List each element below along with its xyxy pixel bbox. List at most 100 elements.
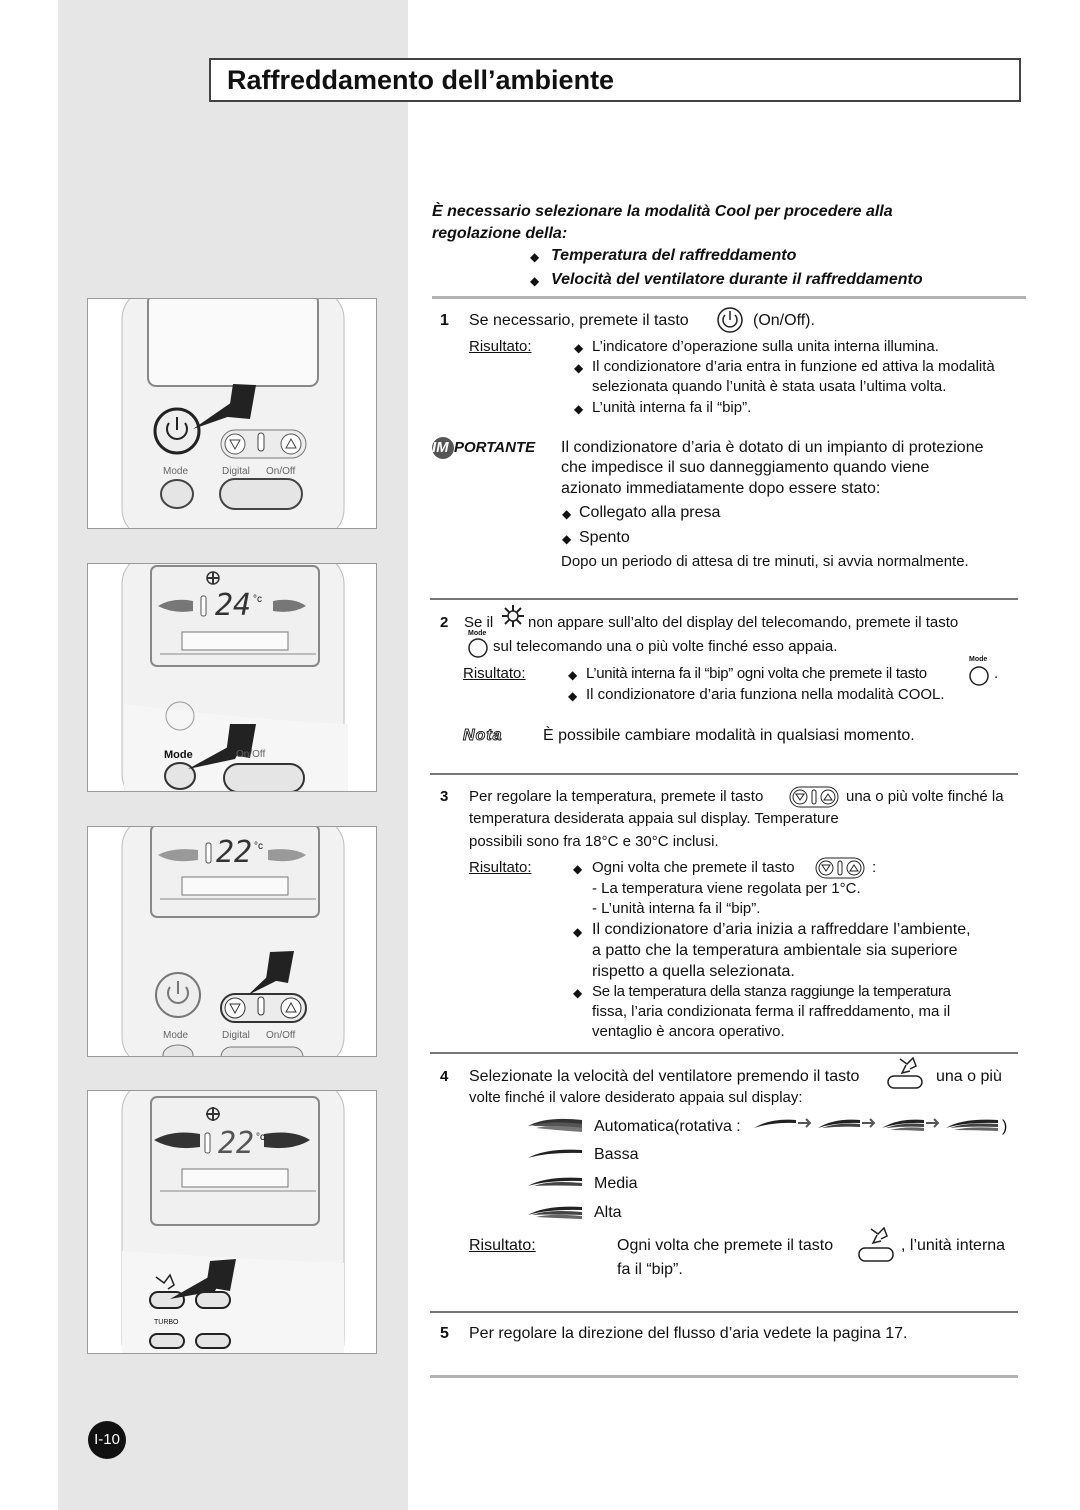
step-number-4: 4 bbox=[440, 1068, 449, 1085]
step3-result-1-sub-2: - L’unità interna fa il “bip”. bbox=[592, 900, 761, 917]
step4-text-b: una o più bbox=[936, 1068, 1002, 1085]
remote-panel-temperature: 22 °c Mode Digital On/Off bbox=[87, 826, 377, 1057]
diamond-bullet-icon: ◆ bbox=[562, 507, 572, 521]
mode-button-icon bbox=[468, 638, 488, 658]
remote-fan-illustration bbox=[121, 1091, 345, 1353]
step3-text-b: una o più volte finché la bbox=[846, 788, 1004, 805]
fan-high-icon bbox=[528, 1206, 582, 1219]
fan-speed-button-icon bbox=[858, 1226, 894, 1262]
step-number-3: 3 bbox=[440, 788, 449, 805]
step-number-2: 2 bbox=[440, 614, 449, 631]
diamond-bullet-icon: ◆ bbox=[573, 986, 583, 1000]
intro-bullet-fan-speed: Velocità del ventilatore durante il raff… bbox=[551, 271, 923, 288]
step1-result-3: L’unità interna fa il “bip”. bbox=[592, 399, 752, 416]
remote-temp-illustration bbox=[121, 827, 345, 1056]
onoff-label: On/Off bbox=[236, 749, 266, 760]
nota-text: È possibile cambiare modalità in qualsia… bbox=[543, 727, 915, 744]
intro-line-1: È necessario selezionare la modalità Coo… bbox=[432, 203, 893, 220]
remote-panel-mode: 24 °c Mode On/Off bbox=[87, 563, 377, 792]
importante-badge-label: PORTANTE bbox=[454, 439, 536, 456]
divider bbox=[430, 773, 1018, 775]
step1-result-label: Risultato: bbox=[469, 338, 532, 355]
divider bbox=[430, 1311, 1018, 1313]
diamond-bullet-icon: ◆ bbox=[574, 341, 584, 355]
divider bbox=[430, 1052, 1018, 1054]
mode-button-icon bbox=[969, 666, 989, 686]
nota-label: Nota bbox=[463, 727, 503, 745]
step3-result-1: Ogni volta che premete il tasto bbox=[592, 859, 795, 876]
lcd-temperature-24: 24 bbox=[215, 588, 252, 623]
step1-text: Se necessario, premete il tasto bbox=[469, 312, 689, 329]
fan-medium-icon bbox=[528, 1177, 582, 1186]
step2-text-c: sul telecomando una o più volte finché e… bbox=[493, 638, 838, 655]
importante-line-3: azionato immediatamente dopo essere stat… bbox=[561, 480, 881, 497]
importante-line-1: Il condizionatore d’aria è dotato di un … bbox=[561, 439, 984, 456]
importante-badge-circle bbox=[432, 437, 454, 459]
fan-speed-high: Alta bbox=[594, 1204, 622, 1221]
step1-result-2: Il condizionatore d’aria entra in funzio… bbox=[592, 358, 995, 375]
diamond-bullet-icon: ◆ bbox=[530, 274, 540, 288]
diamond-bullet-icon: ◆ bbox=[574, 361, 584, 375]
lcd-temperature-22: 22 bbox=[216, 835, 253, 870]
importante-line-2: che impedisce il suo danneggiamento quan… bbox=[561, 459, 930, 476]
mode-button-label: Mode bbox=[969, 656, 988, 663]
page-title: Raffreddamento dell’ambiente bbox=[227, 65, 615, 95]
remote-panel-fan: 22 °c TURBO bbox=[87, 1090, 377, 1354]
onoff-label: On/Off bbox=[266, 1030, 296, 1041]
digital-label: Digital bbox=[222, 1030, 250, 1041]
step2-result-2: Il condizionatore d’aria funziona nella … bbox=[586, 686, 945, 703]
intro-line-2: regolazione della: bbox=[432, 225, 568, 242]
cool-mode-icon bbox=[502, 605, 524, 627]
mode-label: Mode bbox=[163, 466, 189, 477]
diamond-bullet-icon: ◆ bbox=[573, 862, 583, 876]
divider bbox=[432, 296, 1026, 299]
remote-onoff-illustration bbox=[121, 299, 345, 528]
step3-result-2-line-1: Il condizionatore d’aria inizia a raffre… bbox=[592, 921, 971, 938]
fan-speed-icons bbox=[528, 1118, 582, 1219]
step3-text-c: temperatura desiderata appaia sul displa… bbox=[469, 810, 839, 827]
fan-speed-button-icon bbox=[887, 1056, 923, 1089]
step3-result-2-line-3: rispetto a quella selezionata. bbox=[592, 963, 795, 980]
step2-text-b: non appare sull’alto del display del tel… bbox=[528, 614, 959, 631]
step4-result-a: Ogni volta che premete il tasto bbox=[617, 1237, 834, 1254]
fan-auto-icon bbox=[528, 1118, 582, 1132]
step3-result-2-line-2: a patto che la temperatura ambientale si… bbox=[592, 942, 958, 959]
step3-text-a: Per regolare la temperatura, premete il … bbox=[469, 788, 764, 805]
step3-result-3-line-3: ventaglio è ancora operativo. bbox=[592, 1023, 785, 1040]
step4-result-label: Risultato: bbox=[469, 1237, 536, 1254]
divider bbox=[430, 1375, 1018, 1378]
remote-panel-onoff: Mode Digital On/Off bbox=[87, 298, 377, 529]
lcd-degree-c: °c bbox=[254, 841, 263, 852]
onoff-label: On/Off bbox=[266, 466, 296, 477]
step3-result-1-sub-1: - La temperatura viene regolata per 1°C. bbox=[592, 880, 861, 897]
onoff-button-icon bbox=[717, 307, 743, 333]
importante-badge-im: IM bbox=[432, 439, 449, 456]
step2-result-1: L’unità interna fa il “bip” ogni volta c… bbox=[586, 665, 927, 682]
step4-text-c: volte finché il valore desiderato appaia… bbox=[469, 1089, 803, 1106]
step-number-5: 5 bbox=[440, 1325, 449, 1342]
step3-result-1-colon: : bbox=[872, 859, 877, 876]
importante-item-presa: Collegato alla presa bbox=[579, 504, 721, 521]
importante-footer: Dopo un periodo di attesa di tre minuti,… bbox=[561, 553, 969, 570]
fan-speed-auto-close: ) bbox=[1002, 1118, 1008, 1135]
temperature-button-icon bbox=[815, 857, 865, 879]
importante-item-spento: Spento bbox=[579, 529, 630, 546]
step1-result-1: L’indicatore d’operazione sulla unita in… bbox=[592, 338, 939, 355]
lcd-temperature-22: 22 bbox=[218, 1126, 255, 1161]
step3-result-3-line-1: Se la temperatura della stanza raggiunge… bbox=[592, 983, 951, 1000]
step5-text: Per regolare la direzione del flusso d’a… bbox=[469, 1325, 908, 1342]
step2-result-label: Risultato: bbox=[463, 665, 526, 682]
step1-result-2b: selezionata quando l’unità è stata usata… bbox=[592, 378, 947, 395]
step2-period: . bbox=[994, 665, 999, 682]
turbo-label: TURBO bbox=[154, 1319, 179, 1326]
diamond-bullet-icon: ◆ bbox=[530, 250, 540, 264]
step3-text-d: possibili sono fra 18°C e 30°C inclusi. bbox=[469, 833, 719, 850]
fan-low-icon bbox=[528, 1149, 582, 1158]
step3-result-3-line-2: fissa, l’aria condizionata ferma il raff… bbox=[592, 1003, 951, 1020]
step4-result-c: fa il “bip”. bbox=[617, 1261, 683, 1278]
step4-text-a: Selezionate la velocità del ventilatore … bbox=[469, 1068, 860, 1085]
intro-bullet-temperature: Temperatura del raffreddamento bbox=[551, 247, 797, 264]
diamond-bullet-icon: ◆ bbox=[573, 925, 583, 939]
page-number: I-10 bbox=[88, 1421, 126, 1459]
step4-result-b: , l’unità interna bbox=[901, 1237, 1006, 1254]
